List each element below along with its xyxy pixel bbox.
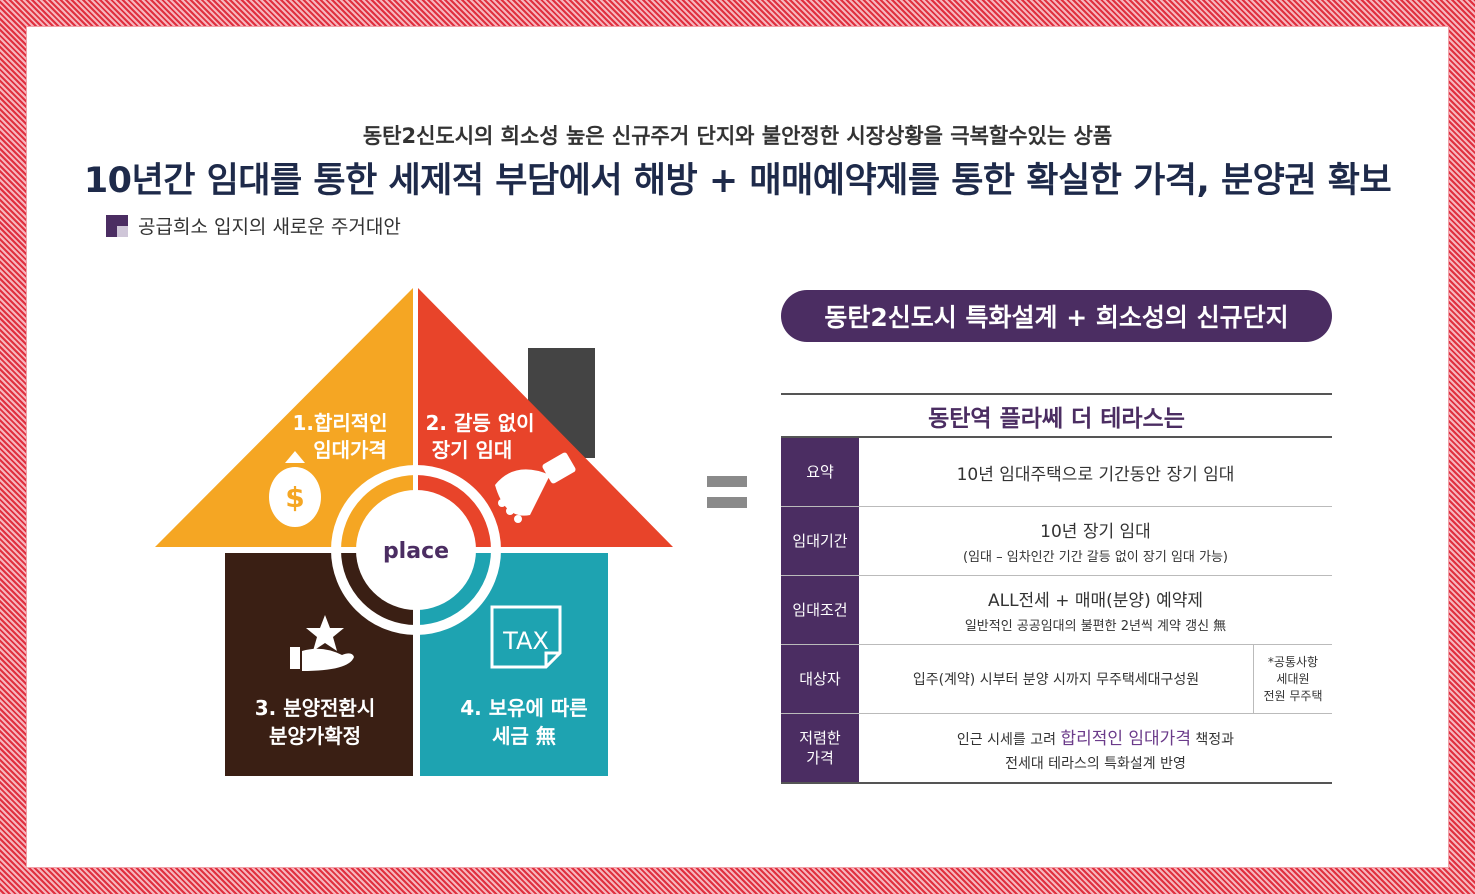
headline: 10년간 임대를 통한 세제적 부담에서 해방 + 매매예약제를 통한 확실한 …: [83, 161, 1392, 201]
row-header-line: 저렴한: [799, 729, 841, 747]
q4-line1: 4. 보유에 따른: [460, 696, 587, 720]
table-row: 임대조건 ALL전세 + 매매(분양) 예약제 일반적인 공공임대의 불편한 2…: [781, 576, 1332, 645]
row-header-line: 가격: [806, 749, 834, 767]
row-value: 10년 임대주택으로 기간동안 장기 임대: [859, 438, 1332, 506]
equals-sign: [707, 476, 747, 518]
row-value-main: 10년 임대주택으로 기간동안 장기 임대: [956, 464, 1235, 485]
money-bag-icon: $: [269, 451, 321, 527]
roof-right-quadrant: [418, 288, 673, 547]
row-value-main: 10년 장기 임대: [1040, 522, 1151, 542]
q3-line2: 분양가확정: [269, 724, 361, 748]
row-header: 임대조건: [781, 576, 859, 644]
hand-star-icon: [290, 615, 354, 671]
row-header: 요약: [781, 438, 859, 506]
logo-text: place: [383, 539, 449, 564]
inner-border: [26, 26, 1449, 868]
row-value: 10년 장기 임대 (임대 – 임차인간 기간 갈등 없이 장기 임대 가능): [859, 507, 1332, 575]
row-value-highlight: 합리적인 임대가격: [1060, 728, 1191, 749]
row-value-pre: 인근 시세를 고려: [956, 731, 1061, 748]
info-table: 요약 10년 임대주택으로 기간동안 장기 임대 임대기간 10년 장기 임대 …: [781, 438, 1332, 784]
row-value-post: 책정과: [1190, 731, 1235, 748]
handshake-icon: [495, 452, 576, 523]
row-value: ALL전세 + 매매(분양) 예약제 일반적인 공공임대의 불편한 2년씩 계약…: [859, 576, 1332, 644]
house-illustration: place 1.합리적인 임대가격 $ 2. 갈등 없이 장기 임대 3. 분양…: [155, 288, 673, 776]
q1-line1: 1.합리적인: [292, 411, 387, 435]
note-line: *공통사항: [1267, 654, 1319, 669]
section-label: 공급희소 입지의 새로운 주거대안: [106, 212, 401, 239]
table-row: 저렴한 가격 인근 시세를 고려 합리적인 임대가격 책정과 전세대 테라스의 …: [781, 714, 1332, 784]
square-bullet-icon: [106, 214, 128, 237]
table-row: 임대기간 10년 장기 임대 (임대 – 임차인간 기간 갈등 없이 장기 임대…: [781, 507, 1332, 576]
table-row: 요약 10년 임대주택으로 기간동안 장기 임대: [781, 438, 1332, 507]
row-header: 저렴한 가격: [781, 714, 859, 782]
center-circle: [356, 490, 476, 610]
section-label-text: 공급희소 입지의 새로운 주거대안: [138, 216, 401, 238]
row-value-main: ALL전세 + 매매(분양) 예약제: [987, 591, 1204, 611]
row-value: 입주(계약) 시부터 분양 시까지 무주택세대구성원: [859, 645, 1253, 713]
center-ring: [331, 465, 501, 635]
note-line: 세대원: [1276, 671, 1310, 686]
row-value-sub: 일반적인 공공임대의 불편한 2년씩 계약 갱신 無: [964, 619, 1227, 634]
q1-line2: 임대가격: [313, 438, 387, 462]
table-row: 대상자 입주(계약) 시부터 분양 시까지 무주택세대구성원 *공통사항 세대원…: [781, 645, 1332, 714]
q3-line1: 3. 분양전환시: [255, 696, 375, 720]
feature-pill: 동탄2신도시 특화설계 + 희소성의 신규단지: [781, 290, 1332, 342]
note-line: 전원 무주택: [1263, 688, 1323, 703]
row-value: 인근 시세를 고려 합리적인 임대가격 책정과 전세대 테라스의 특화설계 반영: [859, 714, 1332, 782]
row-note: *공통사항 세대원 전원 무주택: [1253, 645, 1332, 713]
q4-line2: 세금 無: [492, 724, 556, 748]
q2-line1: 2. 갈등 없이: [425, 411, 534, 435]
tax-document-icon: TAX: [490, 605, 562, 669]
table-title: 동탄역 플라쎄 더 테라스는: [781, 393, 1332, 438]
row-header: 대상자: [781, 645, 859, 713]
row-value-sub: (임대 – 임차인간 기간 갈등 없이 장기 임대 가능): [963, 550, 1228, 565]
subtitle: 동탄2신도시의 희소성 높은 신규주거 단지와 불안정한 시장상황을 극복할수있…: [362, 124, 1113, 148]
svg-text:$: $: [285, 481, 304, 514]
row-value-sub: 전세대 테라스의 특화설계 반영: [1005, 755, 1186, 772]
roof-left-quadrant: [155, 288, 413, 547]
row-header: 임대기간: [781, 507, 859, 575]
tax-label: TAX: [502, 627, 549, 655]
q2-line2: 장기 임대: [432, 438, 513, 462]
row-value-main: 입주(계약) 시부터 분양 시까지 무주택세대구성원: [912, 672, 1200, 688]
